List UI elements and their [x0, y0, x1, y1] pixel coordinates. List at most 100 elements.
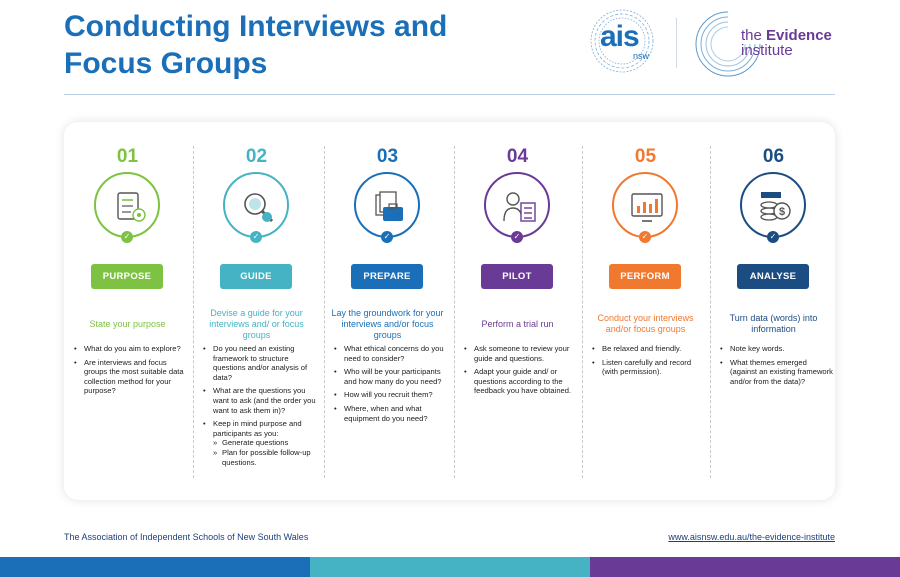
step-question-text: Do you need an existing framework to str… [213, 344, 308, 382]
step-label-badge: PERFORM [609, 264, 681, 289]
ais-logo-subtext: nsw [633, 51, 650, 61]
step-icon-ring: ✓ [612, 172, 678, 243]
step-question-list: Be relaxed and friendly. Listen carefully… [592, 344, 706, 381]
step-question-list: Do you need an existing framework to str… [203, 344, 317, 471]
step-subpoint-item: Generate questions [213, 438, 317, 448]
ais-logo-rings-icon [590, 9, 654, 73]
ais-nsw-logo: ais nsw [586, 8, 664, 74]
step-question-item: Do you need an existing framework to str… [203, 344, 317, 382]
check-icon: ✓ [121, 231, 133, 243]
step-question-item: Adapt your guide and/ or questions accor… [464, 367, 578, 396]
ei-bold: Evidence [766, 27, 832, 44]
step-subpoint-list: Generate questionsPlan for possible foll… [213, 438, 317, 467]
step-question-text: What are the questions you want to ask (… [213, 386, 316, 415]
step-number: 02 [245, 146, 268, 167]
step-lead-text: Perform a trial run [481, 318, 554, 329]
ei-prefix: the [741, 27, 767, 44]
step-number: 04 [506, 146, 529, 167]
footer-url-link[interactable]: www.aisnsw.edu.au/the-evidence-institute [668, 532, 835, 542]
step-lead-text: Lay the groundwork for your interviews a… [331, 307, 444, 340]
step-column: 01 ✓ PURPOSE State your purposeWhat do you … [64, 146, 191, 478]
evidence-institute-wordmark: the Evidence institute [741, 28, 832, 58]
check-icon: ✓ [639, 231, 651, 243]
ais-logo-text: ais [600, 20, 640, 53]
step-label-badge: PREPARE [351, 264, 423, 289]
footer-color-segment [0, 557, 310, 577]
step-lead-text: State your purpose [89, 318, 166, 329]
step-question-item: What are the questions you want to ask (… [203, 386, 317, 415]
briefcase-documents-icon [375, 191, 403, 221]
step-lead-text: Conduct your interviews and/or focus gro… [597, 313, 694, 334]
coins-dollar-icon: $ [760, 192, 791, 221]
step-question-item: Who will be your participants and how ma… [334, 367, 448, 386]
check-icon: ✓ [767, 231, 779, 243]
step-label-badge: PURPOSE [91, 264, 163, 289]
step-icon-ring: ✓ [223, 172, 289, 243]
step-label-badge: PILOT [481, 264, 553, 289]
step-question-text: Note key words. [730, 344, 785, 353]
step-question-text: Ask someone to review your guide and que… [474, 344, 570, 363]
step-question-list: Note key words. What themes emerged (agai… [720, 344, 834, 390]
column-separator [582, 146, 583, 478]
step-lead-text: Turn data (words) into information [729, 313, 818, 334]
step-icon-ring: ✓ [354, 172, 420, 243]
svg-text:$: $ [779, 206, 785, 218]
step-number: 01 [116, 146, 139, 167]
step-label-badge: GUIDE [220, 264, 292, 289]
step-column: 02 ✓ GUIDE Devise a guide for your intervie… [193, 146, 320, 478]
column-separator [324, 146, 325, 478]
step-question-item: What ethical concerns do you need to con… [334, 344, 448, 363]
step-question-text: What themes emerged (against an existing… [730, 357, 833, 386]
column-separator [710, 146, 711, 478]
step-column: 03 ✓ PREPARE Lay the groundwork for your in… [324, 146, 451, 478]
step-question-item: Ask someone to review your guide and que… [464, 344, 578, 363]
step-question-item: Listen carefully and record (with permis… [592, 358, 706, 377]
step-question-text: Are interviews and focus groups the most… [84, 357, 184, 396]
steps-card [64, 122, 835, 500]
step-question-list: What do you aim to explore? Are interview… [74, 344, 188, 400]
checklist-target-icon [117, 192, 146, 222]
step-question-item: Be relaxed and friendly. [592, 344, 706, 354]
step-column: 05 ✓ PERFORM Conduct your interviews and/or… [582, 146, 709, 478]
step-question-item: Keep in mind purpose and participants as… [203, 419, 317, 467]
column-separator [454, 146, 455, 478]
step-question-text: Where, when and what equipment do you ne… [344, 403, 428, 423]
step-question-text: How will you recruit them? [344, 390, 433, 400]
step-question-text: What ethical concerns do you need to con… [344, 344, 444, 363]
step-question-item: How will you recruit them? [334, 390, 448, 400]
step-question-item: Are interviews and focus groups the most… [74, 358, 188, 396]
check-icon: ✓ [511, 231, 523, 243]
step-question-text: Keep in mind purpose and participants as… [213, 419, 302, 438]
column-separator [193, 146, 194, 478]
step-number: 03 [376, 146, 399, 167]
page-title: Conducting Interviews and Focus Groups [64, 10, 448, 80]
step-number: 06 [762, 146, 785, 167]
footer-color-segment [310, 557, 590, 577]
step-question-text: What do you aim to explore? [84, 344, 181, 353]
footer-organisation: The Association of Independent Schools o… [64, 532, 309, 542]
step-icon-ring: $✓ [740, 172, 806, 243]
logo-divider [676, 18, 677, 68]
person-checklist-icon [503, 192, 536, 222]
step-icon-ring: ✓ [94, 172, 160, 243]
footer-color-segment [590, 557, 900, 577]
step-question-item: Note key words. [720, 344, 834, 354]
step-question-item: What themes emerged (against an existing… [720, 358, 834, 387]
header-rule [64, 94, 835, 95]
step-number: 05 [634, 146, 657, 167]
magnifier-check-icon [244, 193, 274, 223]
step-question-text: Adapt your guide and/ or questions accor… [474, 367, 572, 396]
monitor-chart-icon [631, 193, 663, 222]
step-question-text: Who will be your participants and how ma… [344, 367, 442, 386]
step-column: 04 ✓ PILOT Perform a trial runAsk someone t… [454, 146, 581, 478]
step-question-item: What do you aim to explore? [74, 344, 188, 354]
step-question-item: Where, when and what equipment do you ne… [334, 404, 448, 423]
evidence-institute-logo: the Evidence institute [692, 8, 842, 80]
step-question-list: What ethical concerns do you need to con… [334, 344, 448, 427]
step-question-text: Be relaxed and friendly. [602, 344, 682, 353]
evidence-institute-rings-icon [695, 11, 761, 77]
check-icon: ✓ [381, 231, 393, 243]
step-lead-text: Devise a guide for your interviews and/ … [209, 307, 304, 340]
step-icon-ring: ✓ [484, 172, 550, 243]
